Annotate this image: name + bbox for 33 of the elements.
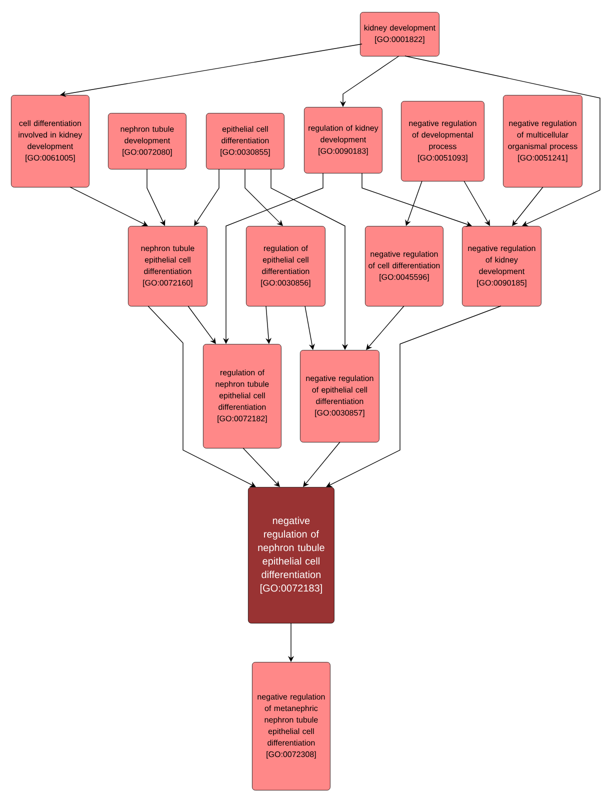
term-box: negative regulation of multicellular organismal process [GO:0051241] [503,95,582,188]
term-box: regulation of kidney development [GO:0090183] [304,107,382,174]
term-box: regulation of epithelial cell differentiation [GO:0030856] [246,226,326,306]
term-box: negative regulation of epithelial cell differentiation [GO:0030857] [300,350,380,442]
arrow [362,172,472,227]
term-box: nephron tubule development [GO:0072080] [108,113,186,170]
arrow [70,186,148,226]
arrow [146,168,166,226]
term-box: negative regulation of kidney development [GO:0090185] [462,226,542,306]
term-box: negative regulation of developmental process [GO:0051093] [401,101,484,182]
arrow [148,306,256,487]
term-box: negative regulation of nephron tubule epithelial cell differentiation [GO:0072183] [248,487,334,624]
term-box: epithelial cell differentiation [GO:0030855] [206,113,284,170]
term-box: negative regulation of cell differentiation [GO:0045596] [365,226,444,306]
arrow [194,168,220,226]
arrow [303,442,340,487]
term-box: cell differentiation involved in kidney development [GO:0061005] [11,95,90,188]
arrow [244,168,283,226]
term-box: negative regulation of metanephric nephron tubule epithelial cell differentiation [GO:0072308] [252,662,330,790]
arrow [242,448,280,487]
arrow [512,186,544,226]
arrow [326,306,502,488]
arrow [366,306,404,350]
arrow [404,56,600,226]
arrow [304,306,315,350]
term-box: nephron tubule epithelial cell differentiation [GO:0072160] [128,226,208,306]
arrow [188,306,216,344]
arrow [464,180,490,226]
arrow [270,168,348,350]
arrow [60,44,362,97]
arrow [405,180,422,226]
term-box: regulation of nephron tubule epithelial cell differentiation [GO:0072182] [203,344,282,448]
term-box: kidney development [GO:0001822] [360,12,440,56]
